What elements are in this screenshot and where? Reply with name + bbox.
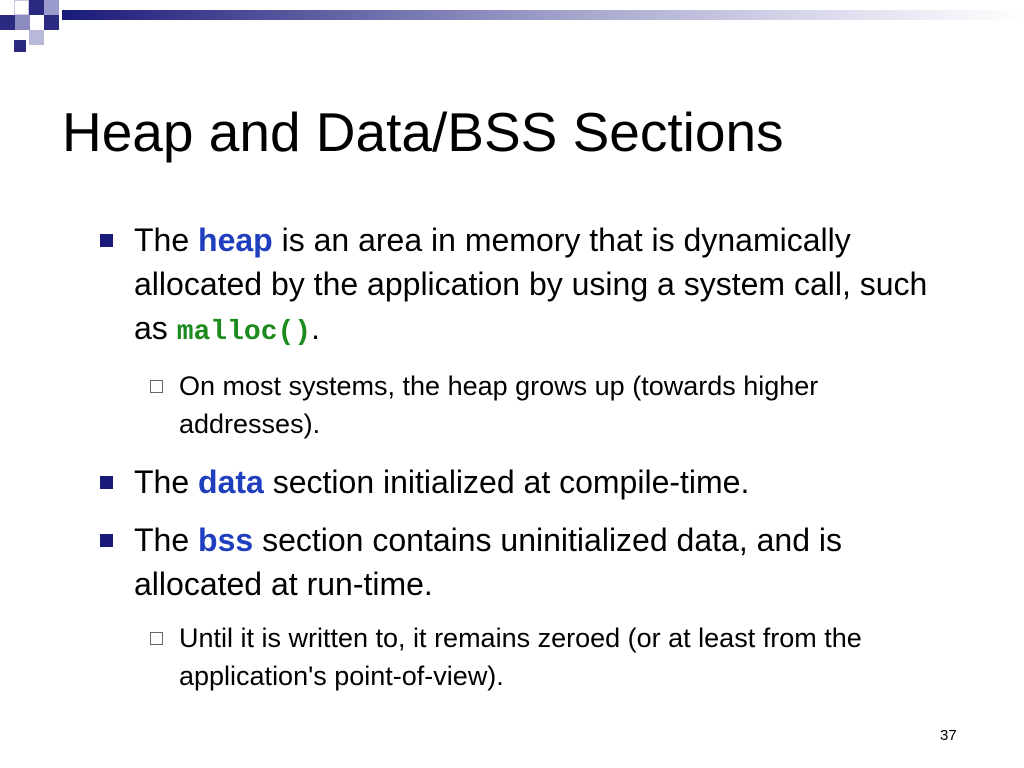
sub-bullet-heap-growth: On most systems, the heap grows up (towa… bbox=[179, 371, 819, 439]
decorative-square bbox=[14, 40, 26, 52]
slide-title: Heap and Data/BSS Sections bbox=[62, 101, 784, 163]
page-number: 37 bbox=[940, 727, 957, 744]
bullet-body: is an area in memory that is dynamically… bbox=[134, 222, 928, 346]
sub-bullet-square-icon bbox=[150, 632, 163, 645]
bullet-bss: The bss section contains uninitialized d… bbox=[134, 518, 934, 606]
sub-bullet-bss-zeroed: Until it is written to, it remains zeroe… bbox=[179, 623, 862, 691]
bullet-square-icon bbox=[100, 476, 113, 489]
decorative-square bbox=[29, 30, 44, 45]
decorative-square bbox=[0, 15, 15, 30]
bullet-body: section contains uninitialized data, and… bbox=[134, 522, 842, 602]
bullet-prefix: The bbox=[134, 522, 199, 558]
code-malloc: malloc() bbox=[176, 317, 312, 348]
bullet-square-icon bbox=[100, 534, 113, 547]
header-band bbox=[62, 10, 1024, 20]
decorative-square bbox=[14, 0, 29, 15]
bullet-data: The data section initialized at compile-… bbox=[134, 460, 934, 504]
keyword-heap: heap bbox=[198, 222, 273, 258]
bullet-heap: The heap is an area in memory that is dy… bbox=[134, 218, 934, 355]
decorative-square bbox=[29, 0, 44, 15]
bullet-square-icon bbox=[100, 234, 113, 247]
sub-bullet-square-icon bbox=[150, 380, 163, 393]
bullet-end: . bbox=[311, 310, 320, 346]
decorative-square bbox=[15, 15, 30, 30]
keyword-bss: bss bbox=[198, 522, 254, 558]
keyword-data: data bbox=[198, 464, 264, 500]
bullet-prefix: The bbox=[134, 222, 199, 258]
bullet-prefix: The bbox=[134, 464, 199, 500]
bullet-body: section initialized at compile-time. bbox=[263, 464, 750, 500]
decorative-square bbox=[44, 15, 59, 30]
decorative-square bbox=[44, 0, 59, 15]
